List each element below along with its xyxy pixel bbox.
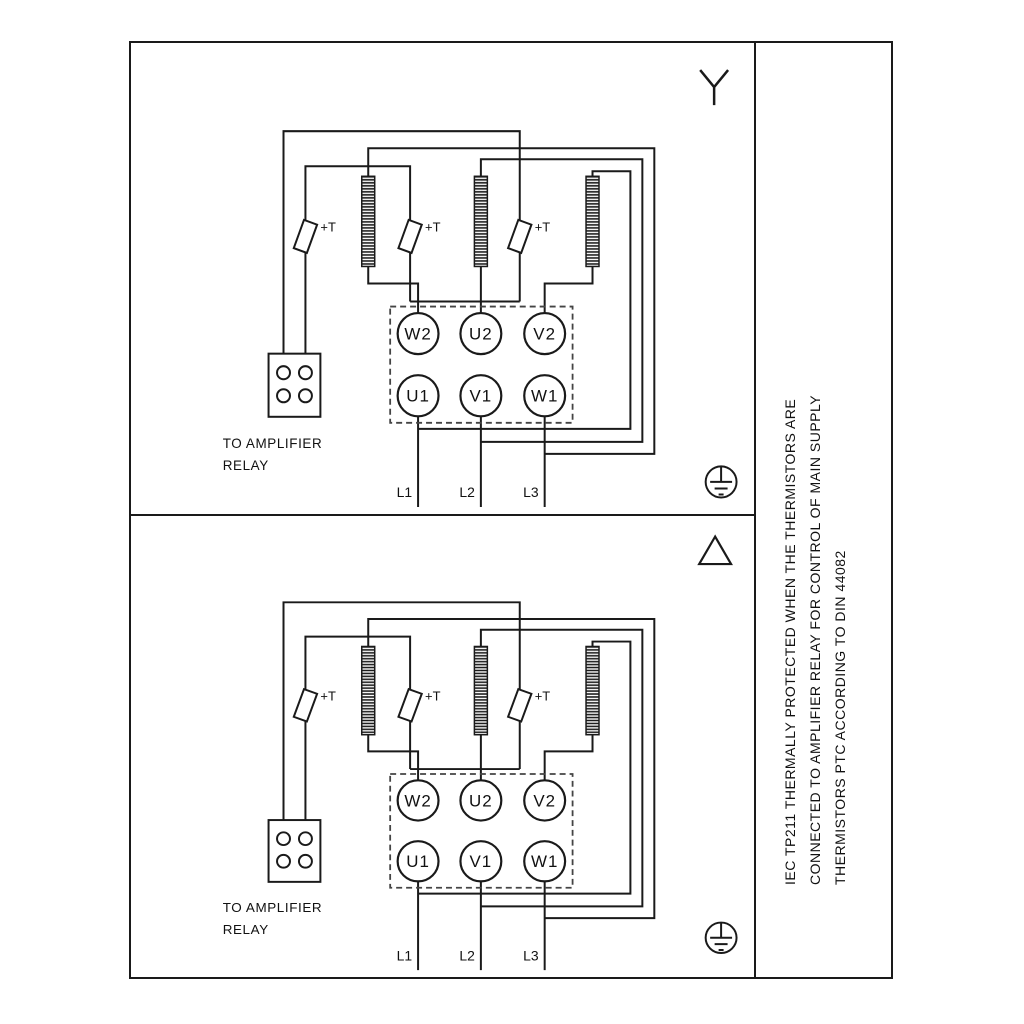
amplifier-relay-block [267, 352, 322, 418]
winding-icon [473, 175, 489, 268]
thermistor-label: +T [320, 219, 336, 234]
relay-caption-line1: TO AMPLIFIER [223, 900, 323, 915]
terminal-W2 [396, 311, 440, 356]
terminal-board-outline [389, 305, 574, 424]
terminal-label: U1 [406, 852, 430, 871]
relay-terminal [297, 853, 313, 869]
winding-icon [585, 175, 600, 268]
terminal-label: U2 [469, 325, 493, 344]
side-note: IEC TP211 THERMALLY PROTECTED WHEN THE T… [756, 43, 891, 977]
relay-terminal [276, 831, 291, 847]
panel-delta-connection: +T +T +T TO AMPLIFIER RELAY [131, 516, 754, 977]
motor-windings [361, 175, 600, 268]
supply-line-label: L3 [523, 947, 539, 963]
supply-line-label: L3 [523, 484, 539, 500]
side-note-line-3: THERMISTORS PTC ACCORDING TO DIN 44082 [832, 550, 848, 885]
thermistor-label: +T [535, 688, 551, 703]
winding-icon [361, 175, 376, 268]
delta-connection-diagram: +T +T +T TO AMPLIFIER RELAY [223, 534, 738, 971]
amplifier-relay-block [267, 819, 322, 883]
relay-terminal [276, 388, 291, 404]
earth-ground-icon [704, 921, 738, 954]
winding-icon [361, 645, 376, 736]
thermistor-icon [397, 218, 424, 255]
terminal-label: U1 [406, 387, 430, 406]
terminal-W1 [523, 840, 567, 883]
side-note-line-1: IEC TP211 THERMALLY PROTECTED WHEN THE T… [782, 398, 798, 885]
thermistor-icon [506, 218, 533, 255]
panel-divider [131, 514, 754, 516]
supply-line-label: L1 [397, 484, 413, 500]
thermistor-icon [292, 687, 319, 723]
star-connection-diagram: +T +T +T TO AMPLIFIER RELAY [223, 69, 738, 507]
panel-star-connection: +T +T +T TO AMPLIFIER RELAY [131, 43, 754, 514]
terminal-label: W2 [404, 325, 431, 344]
terminal-board: W2 U2 V2 U1 V1 W1 [389, 305, 574, 424]
terminal-label: W1 [531, 852, 558, 871]
earth-ground-icon [704, 465, 738, 499]
relay-caption-line1: TO AMPLIFIER [223, 436, 323, 451]
thermistors: +T +T +T [292, 687, 551, 723]
thermistor-label: +T [320, 688, 336, 703]
relay-terminal [297, 365, 313, 381]
terminal-label: V1 [470, 387, 493, 406]
delta-symbol-icon [697, 534, 733, 566]
wiring-lines [282, 130, 656, 507]
relay-caption-line2: RELAY [223, 458, 269, 473]
supply-line-label: L2 [459, 484, 475, 500]
terminal-label: V2 [533, 325, 556, 344]
relay-terminal [276, 365, 291, 381]
motor-windings [361, 645, 600, 736]
thermistor-icon [397, 687, 424, 723]
thermistor-label: +T [425, 219, 441, 234]
side-strip-divider [754, 43, 756, 977]
wye-symbol-icon [699, 69, 730, 106]
thermistor-icon [506, 687, 533, 723]
terminal-V1 [459, 840, 503, 883]
winding-icon [473, 645, 489, 736]
thermistor-label: +T [425, 688, 441, 703]
terminal-label: W2 [404, 791, 431, 810]
terminal-W1 [523, 374, 567, 418]
terminal-V2 [523, 779, 567, 822]
terminal-U1 [396, 840, 440, 883]
relay-caption-line2: RELAY [223, 922, 269, 937]
supply-line-label: L1 [397, 947, 413, 963]
terminal-U2 [459, 311, 503, 356]
terminal-board: W2 U2 V2 U1 V1 W1 [389, 773, 574, 889]
terminal-label: W1 [531, 387, 558, 406]
winding-icon [585, 645, 600, 736]
terminal-V2 [523, 311, 567, 356]
terminal-label: U2 [469, 791, 493, 810]
terminal-label: V1 [470, 852, 493, 871]
terminal-W2 [396, 779, 440, 822]
diagram-frame: +T +T +T TO AMPLIFIER RELAY [129, 41, 893, 979]
thermistor-icon [292, 218, 319, 255]
terminal-U2 [459, 779, 503, 822]
thermistor-label: +T [535, 219, 551, 234]
side-note-line-2: CONNECTED TO AMPLIFIER RELAY FOR CONTROL… [807, 394, 823, 885]
terminal-V1 [459, 374, 503, 418]
relay-terminal [297, 831, 313, 847]
supply-line-label: L2 [459, 947, 475, 963]
relay-terminal [297, 388, 313, 404]
terminal-U1 [396, 374, 440, 418]
terminal-label: V2 [533, 791, 556, 810]
thermistors: +T +T +T [292, 218, 551, 255]
relay-terminal [276, 853, 291, 869]
